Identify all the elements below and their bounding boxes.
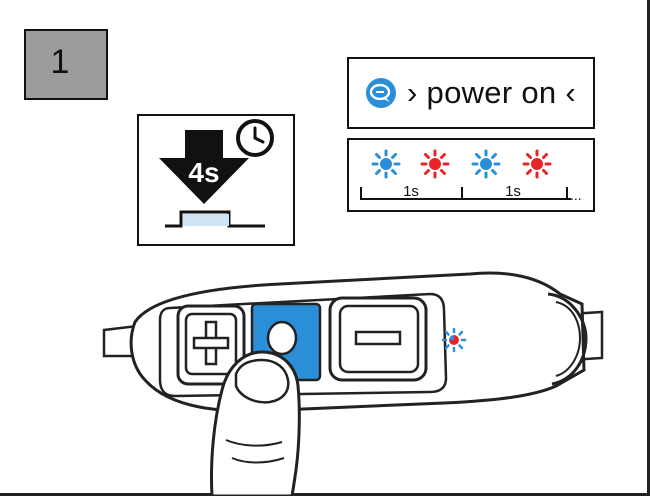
status-led-icon bbox=[443, 329, 465, 351]
minus-button[interactable] bbox=[330, 298, 426, 380]
